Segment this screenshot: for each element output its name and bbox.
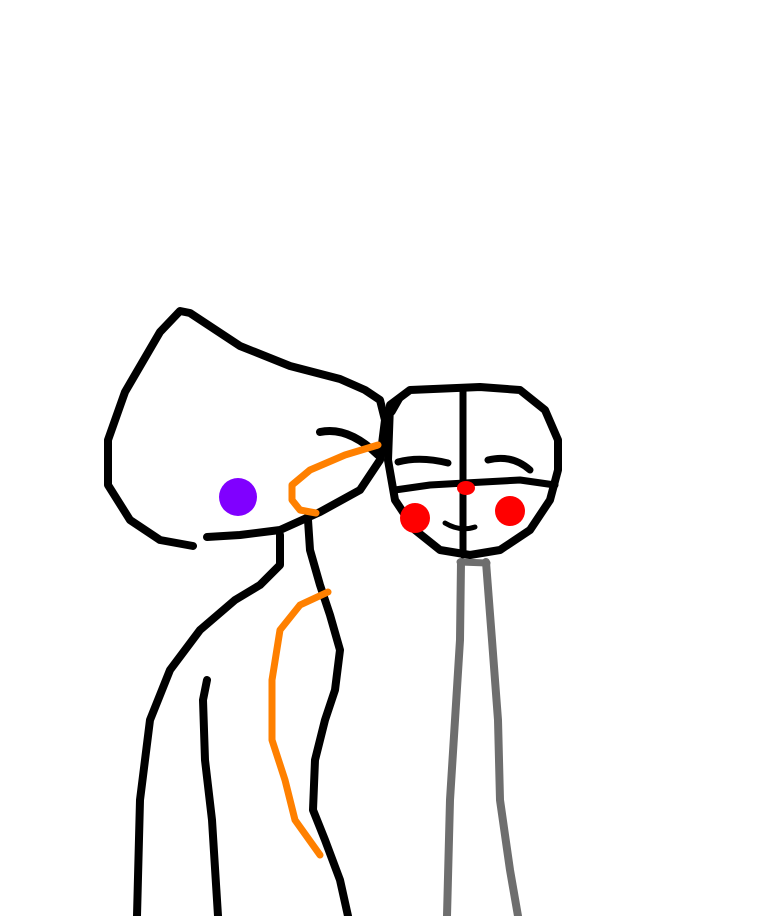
hair-tuft: [388, 394, 404, 416]
closed-eye-right: [484, 454, 534, 474]
gray-body-top: [456, 558, 491, 567]
left-head-outline: [104, 307, 389, 550]
gray-body-left: [443, 558, 465, 916]
right-figure: [384, 383, 562, 916]
gray-body-right: [482, 558, 522, 916]
cheek-left: [400, 503, 430, 533]
smile: [442, 520, 478, 532]
purple-eye: [219, 478, 257, 516]
closed-eye-left: [394, 455, 452, 467]
left-neck-front: [304, 516, 352, 916]
left-arm-line: [199, 676, 222, 916]
nose: [457, 481, 475, 495]
left-figure: [104, 307, 389, 916]
orange-body-accent: [268, 588, 332, 859]
orange-hair-accent: [288, 441, 382, 517]
cheek-right: [495, 496, 525, 526]
left-neck-back: [133, 531, 284, 916]
